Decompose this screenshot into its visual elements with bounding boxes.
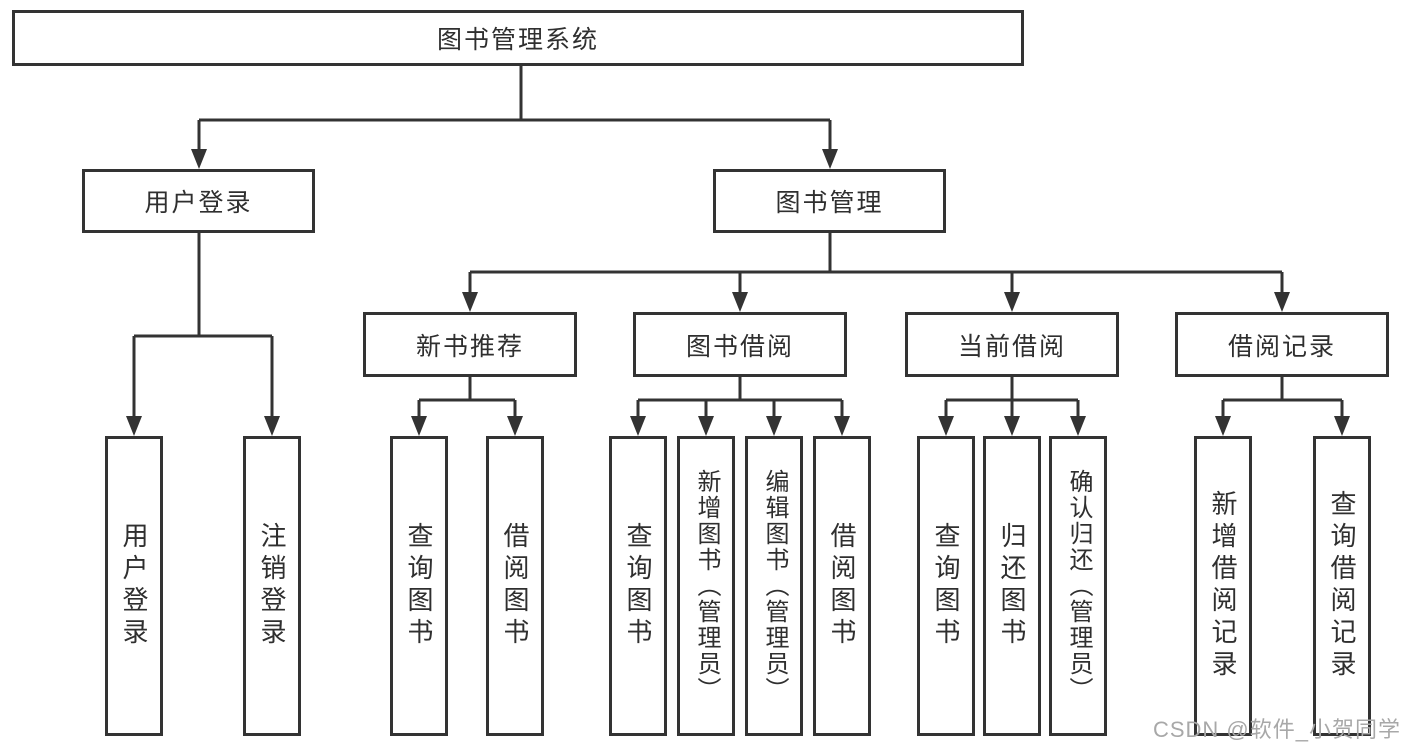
leaf-label: 新增图书（管理员） xyxy=(693,469,720,703)
node-label: 当前借阅 xyxy=(957,332,1066,361)
leaf-label: 编辑图书（管理员） xyxy=(761,469,788,703)
leaf-label: 借阅图书 xyxy=(500,522,530,650)
leaf-label: 查询借阅记录 xyxy=(1327,490,1357,682)
node-book-borrowing: 图书借阅 xyxy=(633,312,847,377)
node-library-management-system: 图书管理系统 xyxy=(12,10,1024,66)
leaf-nbr-borrow-books: 借阅图书 xyxy=(486,436,544,736)
node-current-borrowing: 当前借阅 xyxy=(905,312,1119,377)
leaf-bb-edit-books-admin: 编辑图书（管理员） xyxy=(745,436,803,736)
leaf-label: 借阅图书 xyxy=(827,522,857,650)
leaf-br-add-borrow-record: 新增借阅记录 xyxy=(1194,436,1252,736)
node-new-book-recommendation: 新书推荐 xyxy=(363,312,577,377)
leaf-bb-add-books-admin: 新增图书（管理员） xyxy=(677,436,735,736)
leaf-label: 新增借阅记录 xyxy=(1208,490,1238,682)
node-label: 图书管理系统 xyxy=(436,26,599,54)
leaf-label: 归还图书 xyxy=(997,522,1027,650)
arrowheads xyxy=(126,149,1350,436)
node-label: 图书借阅 xyxy=(685,332,794,361)
node-label: 借阅记录 xyxy=(1227,332,1336,361)
leaf-label: 查询图书 xyxy=(404,522,434,650)
leaf-label: 用户登录 xyxy=(119,522,149,650)
node-label: 用户登录 xyxy=(144,189,253,217)
leaf-user-login: 用户登录 xyxy=(105,436,163,736)
node-label: 图书管理 xyxy=(775,189,884,217)
leaf-cb-query-books: 查询图书 xyxy=(917,436,975,736)
csdn-watermark: CSDN @软件_小贺同学 xyxy=(1152,717,1401,742)
leaf-cb-confirm-return-admin: 确认归还（管理员） xyxy=(1049,436,1107,736)
leaf-cb-return-books: 归还图书 xyxy=(983,436,1041,736)
leaf-label: 确认归还（管理员） xyxy=(1065,469,1092,703)
leaf-bb-borrow-books: 借阅图书 xyxy=(813,436,871,736)
node-label: 新书推荐 xyxy=(415,332,524,361)
leaf-nbr-query-books: 查询图书 xyxy=(390,436,448,736)
leaf-label: 注销登录 xyxy=(257,522,287,650)
leaf-label: 查询图书 xyxy=(931,522,961,650)
node-user-login: 用户登录 xyxy=(82,169,315,233)
leaf-bb-query-books: 查询图书 xyxy=(609,436,667,736)
node-book-management: 图书管理 xyxy=(713,169,946,233)
leaf-logout: 注销登录 xyxy=(243,436,301,736)
leaf-label: 查询图书 xyxy=(623,522,653,650)
leaf-br-query-borrow-record: 查询借阅记录 xyxy=(1313,436,1371,736)
node-borrowing-records: 借阅记录 xyxy=(1175,312,1389,377)
